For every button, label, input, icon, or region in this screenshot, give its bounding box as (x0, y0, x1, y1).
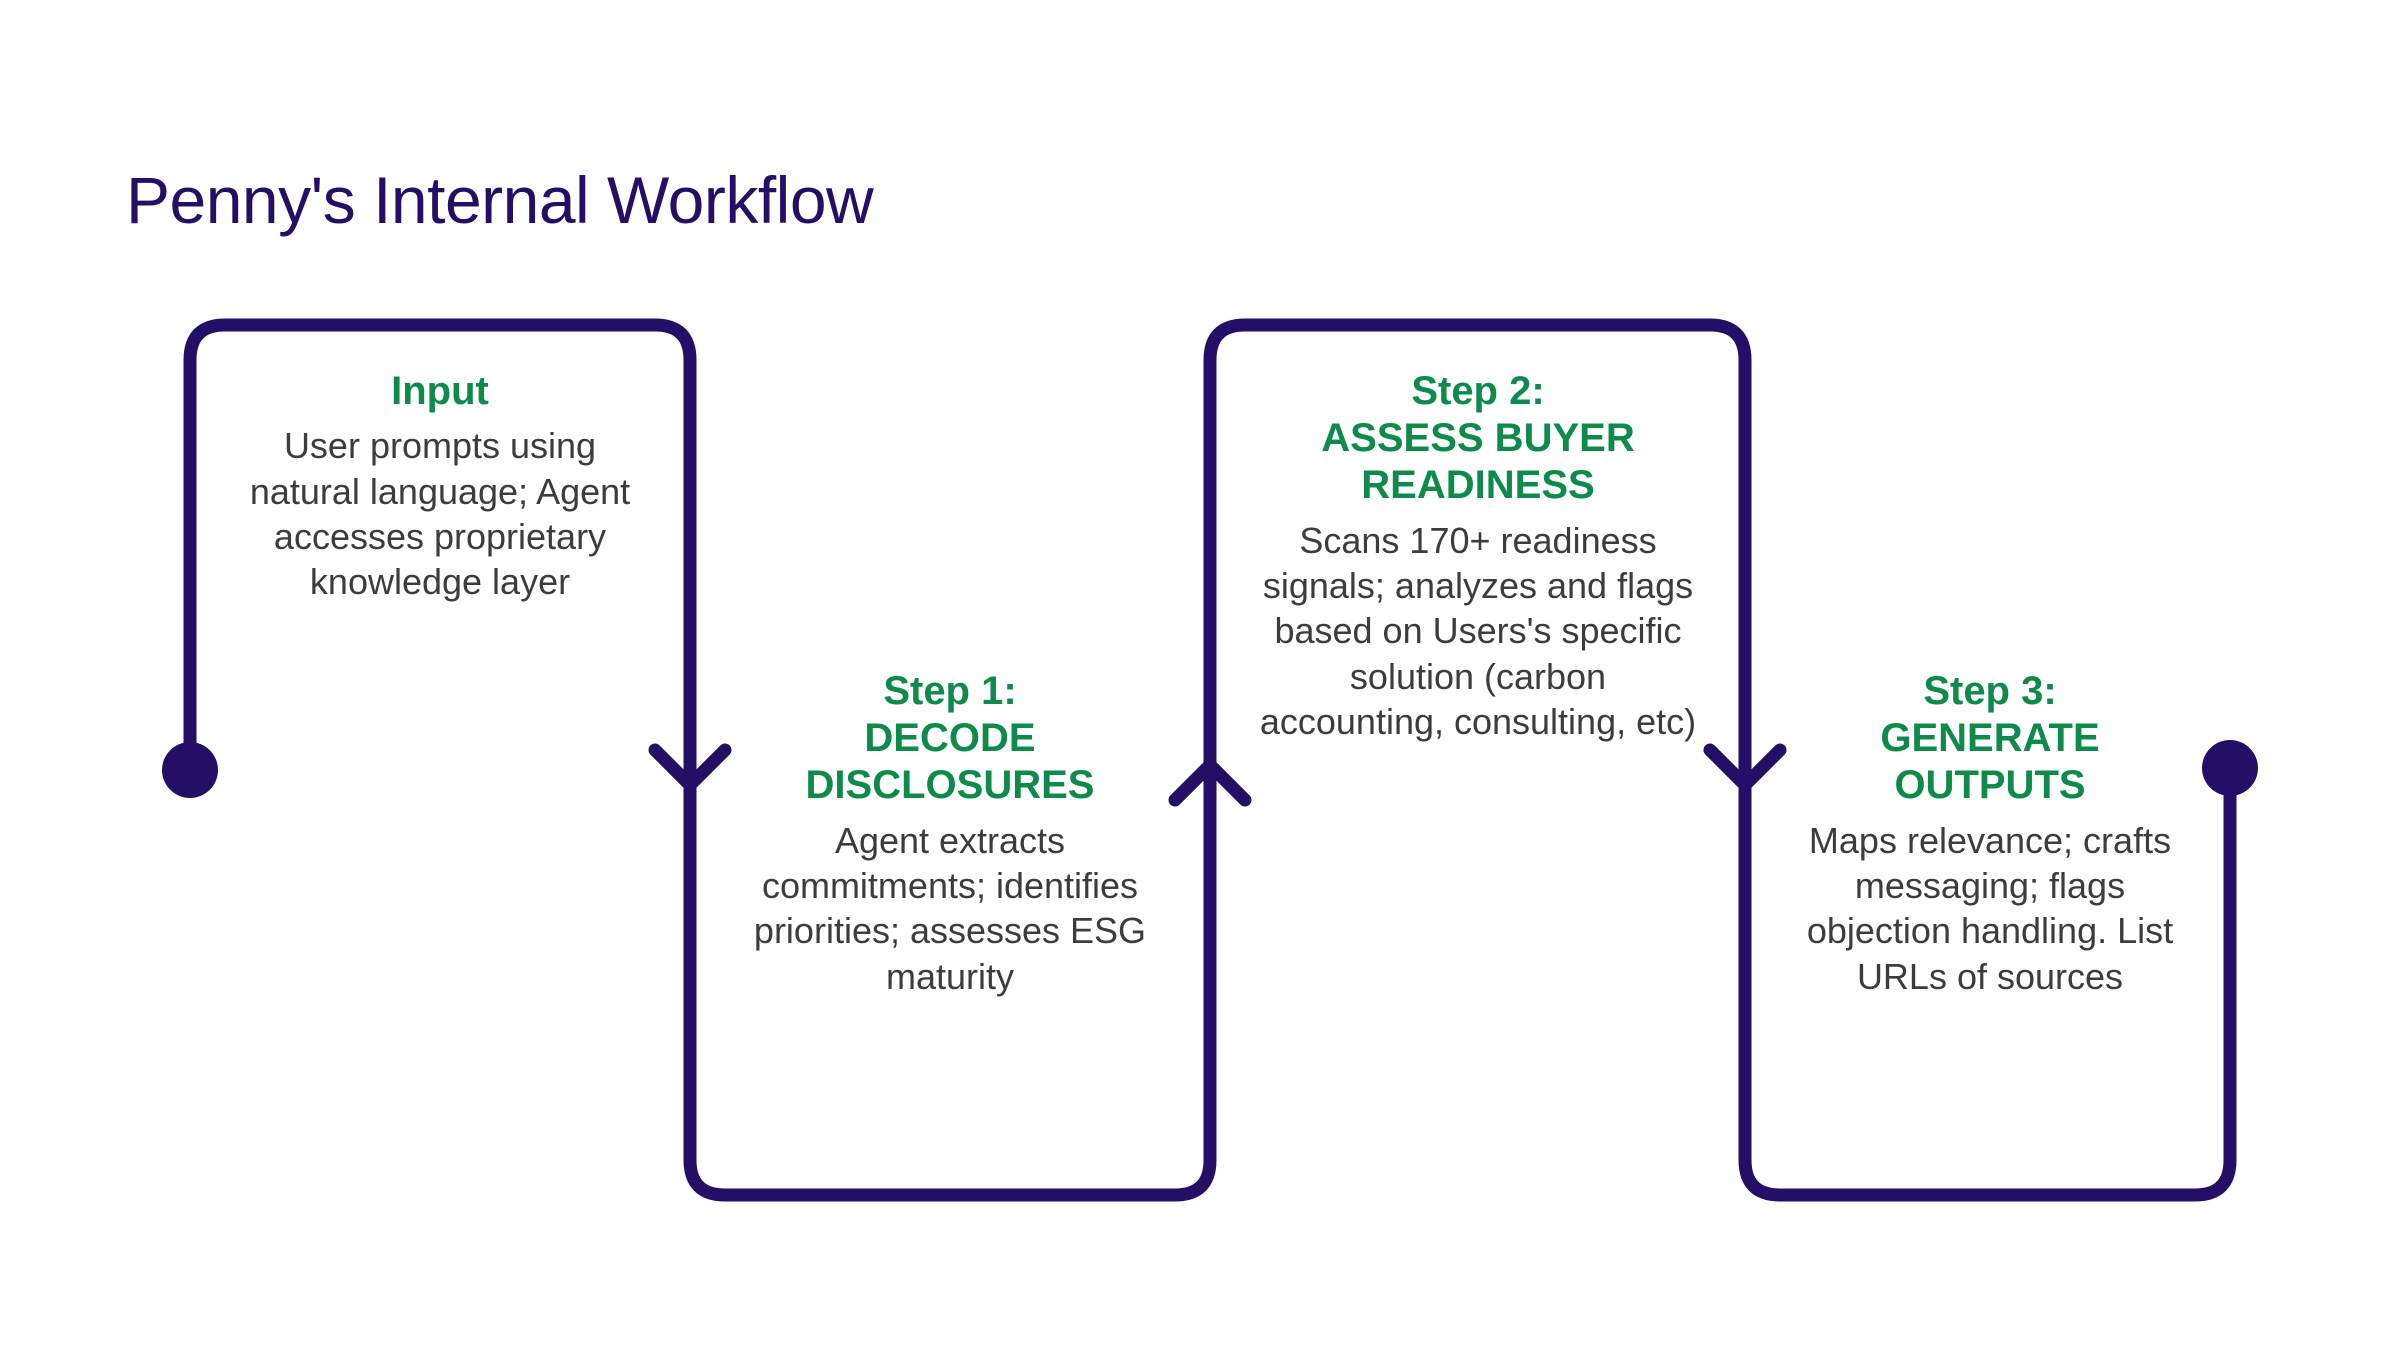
bracket-step2 (1203, 318, 1752, 1167)
arrow-down-icon-step2-to-step3 (1703, 743, 1787, 792)
bracket-step1 (683, 633, 1217, 1202)
page-title: Penny's Internal Workflow (126, 163, 874, 238)
node-step2-body: Scans 170+ readiness signals; analyzes a… (1259, 519, 1697, 742)
node-input: Input User prompts using natural languag… (230, 368, 650, 605)
arrow-down-icon-input-to-step1 (648, 743, 732, 792)
node-input-heading: Input (391, 369, 489, 413)
bracket-input (183, 318, 697, 1167)
node-input-body: User prompts using natural language; Age… (249, 425, 631, 603)
flow-end-dot (2202, 740, 2258, 796)
node-step1-heading: Step 1: DECODE DISCLOSURES (805, 669, 1095, 808)
node-step3-body: Maps relevance; crafts messaging; flags … (1806, 819, 2174, 997)
node-step3: Step 3: GENERATE OUTPUTS Maps relevance;… (1790, 668, 2190, 999)
arrow-up-icon-step1-to-step2 (1168, 758, 1252, 807)
bracket-step3 (1738, 633, 2237, 1202)
node-step2-heading: Step 2: ASSESS BUYER READINESS (1321, 369, 1635, 508)
flow-start-dot (162, 742, 218, 798)
node-step3-heading: Step 3: GENERATE OUTPUTS (1880, 669, 2100, 808)
node-step1-body: Agent extracts commitments; identifies p… (753, 819, 1147, 997)
node-step1: Step 1: DECODE DISCLOSURES Agent extract… (740, 668, 1160, 999)
node-step2: Step 2: ASSESS BUYER READINESS Scans 170… (1258, 368, 1698, 744)
